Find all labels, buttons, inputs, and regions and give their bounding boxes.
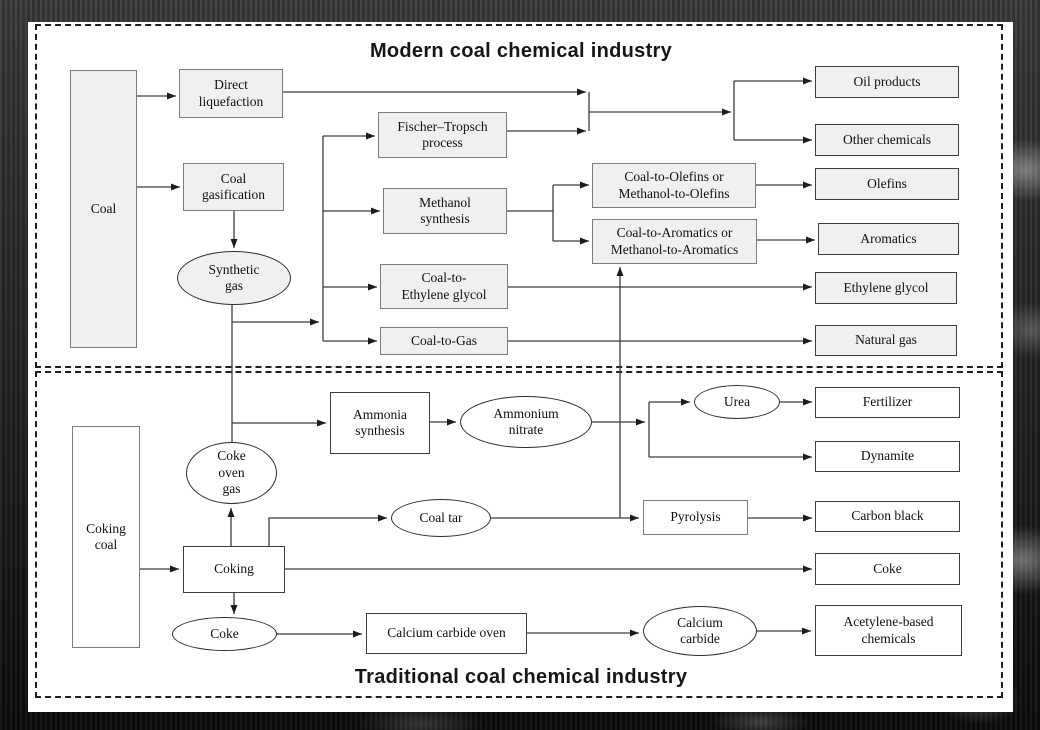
fischer-tropsch-process-node: Fischer–Tropsch process <box>378 112 507 158</box>
modern-section-title: Modern coal chemical industry <box>369 40 673 62</box>
ammonium-nitrate-label: Ammonium nitrate <box>493 405 559 437</box>
coal-to-aromatics-label: Coal-to-Aromatics or Methanol-to-Aromati… <box>610 225 739 257</box>
dynamite-node: Dynamite <box>815 441 960 472</box>
urea-node: Urea <box>694 385 780 419</box>
calcium-carbide-oven-node: Calcium carbide oven <box>366 613 527 654</box>
aromatics-node: Aromatics <box>818 223 959 255</box>
coal-to-aromatics-node: Coal-to-Aromatics or Methanol-to-Aromati… <box>592 219 757 264</box>
fischer-tropsch-process-label: Fischer–Tropsch process <box>397 118 488 150</box>
fertilizer-label: Fertilizer <box>862 394 913 410</box>
coking-node: Coking <box>183 546 285 593</box>
pyrolysis-label: Pyrolysis <box>670 509 721 525</box>
coke-node: Coke <box>172 617 277 651</box>
direct-liquefaction-label: Direct liquefaction <box>198 77 264 109</box>
coal-node: Coal <box>70 70 137 348</box>
coal-label: Coal <box>90 200 117 216</box>
coal-to-ethylene-glycol-label: Coal-to- Ethylene glycol <box>401 270 487 302</box>
carbon-black-node: Carbon black <box>815 501 960 532</box>
olefins-label: Olefins <box>867 175 907 191</box>
urea-label: Urea <box>723 393 751 409</box>
coal-tar-node: Coal tar <box>391 499 491 537</box>
coal-to-olefins-label: Coal-to-Olefins or Methanol-to-Olefins <box>618 169 730 201</box>
coke-product-label: Coke <box>873 560 902 576</box>
oil-products-node: Oil products <box>815 66 959 98</box>
coking-to-coal-tar <box>268 514 387 546</box>
coke-label: Coke <box>210 625 239 641</box>
modern-section-border <box>35 24 1003 368</box>
ammonia-synthesis-label: Ammonia synthesis <box>353 406 407 438</box>
carbon-black-label: Carbon black <box>851 508 924 524</box>
synthetic-gas-label: Synthetic gas <box>208 261 260 293</box>
coking-coal-node: Coking coal <box>72 426 140 648</box>
coal-tar-label: Coal tar <box>419 509 463 525</box>
traditional-section-border <box>35 371 1003 698</box>
pyrolysis-node: Pyrolysis <box>643 500 748 535</box>
calcium-carbide-label: Calcium carbide <box>677 614 723 646</box>
coal-to-ethylene-glycol-node: Coal-to- Ethylene glycol <box>380 264 508 309</box>
olefins-node: Olefins <box>815 168 959 200</box>
dynamite-label: Dynamite <box>860 448 915 464</box>
calcium-carbide-oven-label: Calcium carbide oven <box>387 625 506 641</box>
synthetic-gas-node: Synthetic gas <box>177 251 291 305</box>
ammonia-synthesis-node: Ammonia synthesis <box>330 392 430 454</box>
oil-products-label: Oil products <box>853 73 921 89</box>
aromatics-label: Aromatics <box>860 230 917 246</box>
direct-liquefaction-node: Direct liquefaction <box>179 69 283 118</box>
coke-oven-gas-label: Coke oven gas <box>217 448 246 497</box>
ethylene-glycol-label: Ethylene glycol <box>843 279 929 295</box>
fertilizer-node: Fertilizer <box>815 387 960 418</box>
methanol-synthesis-label: Methanol synthesis <box>419 194 471 226</box>
natural-gas-label: Natural gas <box>855 332 917 348</box>
ethylene-glycol-node: Ethylene glycol <box>815 272 957 304</box>
coal-to-gas-label: Coal-to-Gas <box>411 332 477 348</box>
coal-gasification-node: Coal gasification <box>183 163 284 211</box>
coal-to-olefins-node: Coal-to-Olefins or Methanol-to-Olefins <box>592 163 756 208</box>
ammonium-nitrate-node: Ammonium nitrate <box>460 396 592 448</box>
natural-gas-node: Natural gas <box>815 325 957 356</box>
coal-gasification-label: Coal gasification <box>202 170 265 202</box>
acetylene-based-chemicals-node: Acetylene-based chemicals <box>815 605 962 656</box>
coking-label: Coking <box>214 561 254 577</box>
coke-product-node: Coke <box>815 553 960 585</box>
calcium-carbide-node: Calcium carbide <box>643 606 757 656</box>
coking-coal-label: Coking coal <box>86 520 126 552</box>
traditional-section-title: Traditional coal chemical industry <box>354 666 688 688</box>
coal-to-gas-node: Coal-to-Gas <box>380 327 508 355</box>
methanol-synthesis-node: Methanol synthesis <box>383 188 507 234</box>
other-chemicals-label: Other chemicals <box>842 131 932 147</box>
other-chemicals-node: Other chemicals <box>815 124 959 156</box>
acetylene-based-chemicals-label: Acetylene-based chemicals <box>843 614 934 646</box>
coke-oven-gas-node: Coke oven gas <box>186 442 277 504</box>
